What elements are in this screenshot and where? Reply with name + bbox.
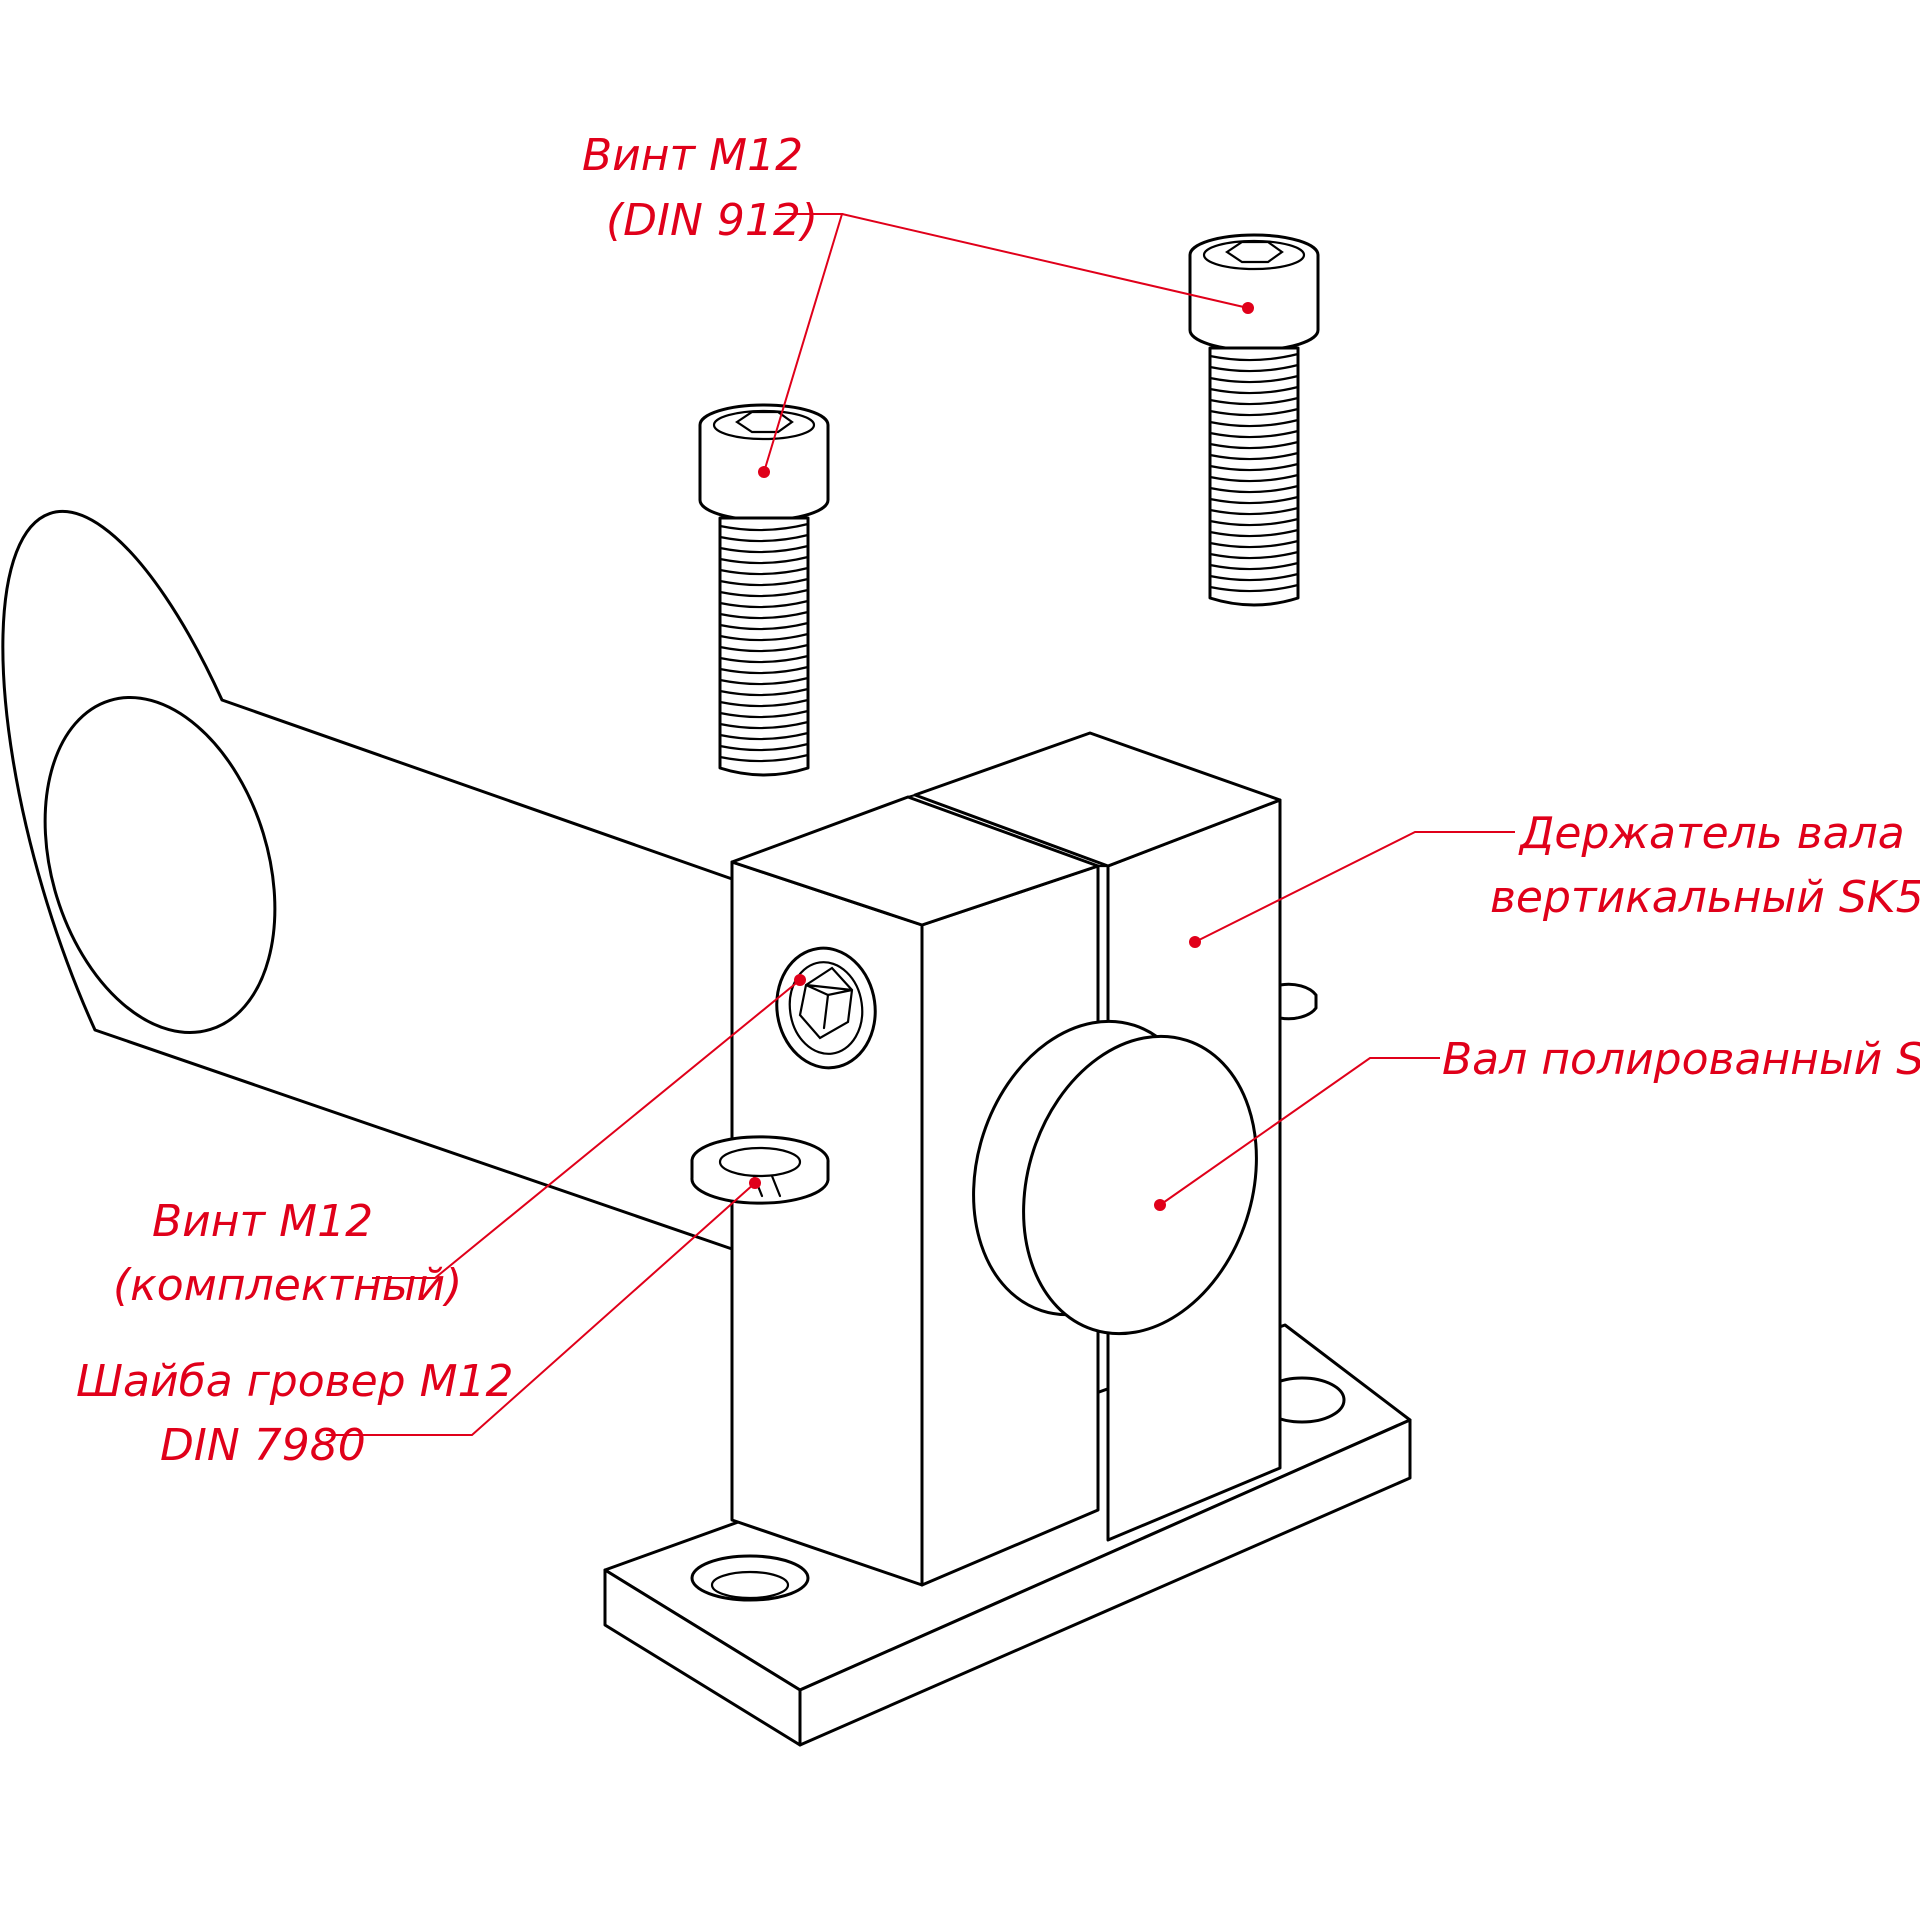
label-holder-line2: вертикальный SK50: [1490, 872, 1920, 923]
thread-line: [1208, 572, 1300, 582]
thread-line: [718, 720, 810, 730]
thread-line: [718, 687, 810, 697]
thread-line: [718, 698, 810, 708]
thread-line: [1208, 418, 1300, 428]
thread-line: [718, 654, 810, 664]
thread-line: [1208, 484, 1300, 494]
thread-line: [718, 731, 810, 741]
thread-line: [1208, 385, 1300, 395]
thread-line: [1208, 539, 1300, 549]
thread-line: [718, 533, 810, 543]
thread-line: [718, 566, 810, 576]
label-kit-screw-line2: (комплектный): [113, 1260, 462, 1311]
label-screw-din912-line1: Винт М12: [582, 130, 803, 181]
thread-line: [1208, 451, 1300, 461]
thread-line: [718, 621, 810, 631]
thread-line: [718, 610, 810, 620]
label-screw-din912-line2: (DIN 912): [606, 195, 818, 246]
din912-screw-right: [1188, 233, 1320, 607]
spring-washer-right: [1278, 982, 1318, 1021]
label-washer-line1: Шайба гровер М12: [76, 1356, 514, 1407]
thread-line: [718, 632, 810, 642]
thread-line: [1208, 440, 1300, 450]
thread-line: [1208, 506, 1300, 516]
label-kit-screw-line1: Винт М12: [152, 1196, 373, 1247]
thread-line: [718, 577, 810, 587]
thread-line: [718, 544, 810, 554]
thread-line: [1208, 528, 1300, 538]
thread-line: [1208, 352, 1300, 362]
shaft-end-face: [972, 1019, 1258, 1336]
thread-line: [1208, 407, 1300, 417]
thread-line: [1208, 374, 1300, 384]
thread-line: [1208, 363, 1300, 373]
thread-line: [1208, 429, 1300, 439]
polished-shaft: [1, 509, 737, 1252]
thread-line: [718, 555, 810, 565]
thread-line: [718, 599, 810, 609]
thread-line: [718, 676, 810, 686]
thread-line: [1208, 462, 1300, 472]
thread-line: [1208, 561, 1300, 571]
thread-line: [1208, 550, 1300, 560]
thread-line: [718, 665, 810, 675]
leader-lines: [326, 213, 1515, 1436]
label-holder-line1: Держатель вала: [1518, 808, 1905, 859]
label-shaft: Вал полированный SF50: [1442, 1034, 1920, 1085]
thread-line: [718, 522, 810, 532]
annotation-labels: Винт М12 (DIN 912) Держатель вала вертик…: [76, 130, 1920, 1471]
din912-screw-left: [698, 403, 830, 777]
label-washer-line2: DIN 7980: [160, 1420, 366, 1471]
thread-line: [718, 643, 810, 653]
thread-line: [718, 753, 810, 763]
thread-line: [1208, 473, 1300, 483]
spring-washer-m12: [690, 1135, 830, 1205]
thread-line: [1208, 583, 1300, 593]
thread-line: [718, 742, 810, 752]
thread-line: [718, 588, 810, 598]
thread-line: [1208, 517, 1300, 527]
thread-line: [718, 709, 810, 719]
thread-line: [1208, 396, 1300, 406]
thread-line: [1208, 495, 1300, 505]
